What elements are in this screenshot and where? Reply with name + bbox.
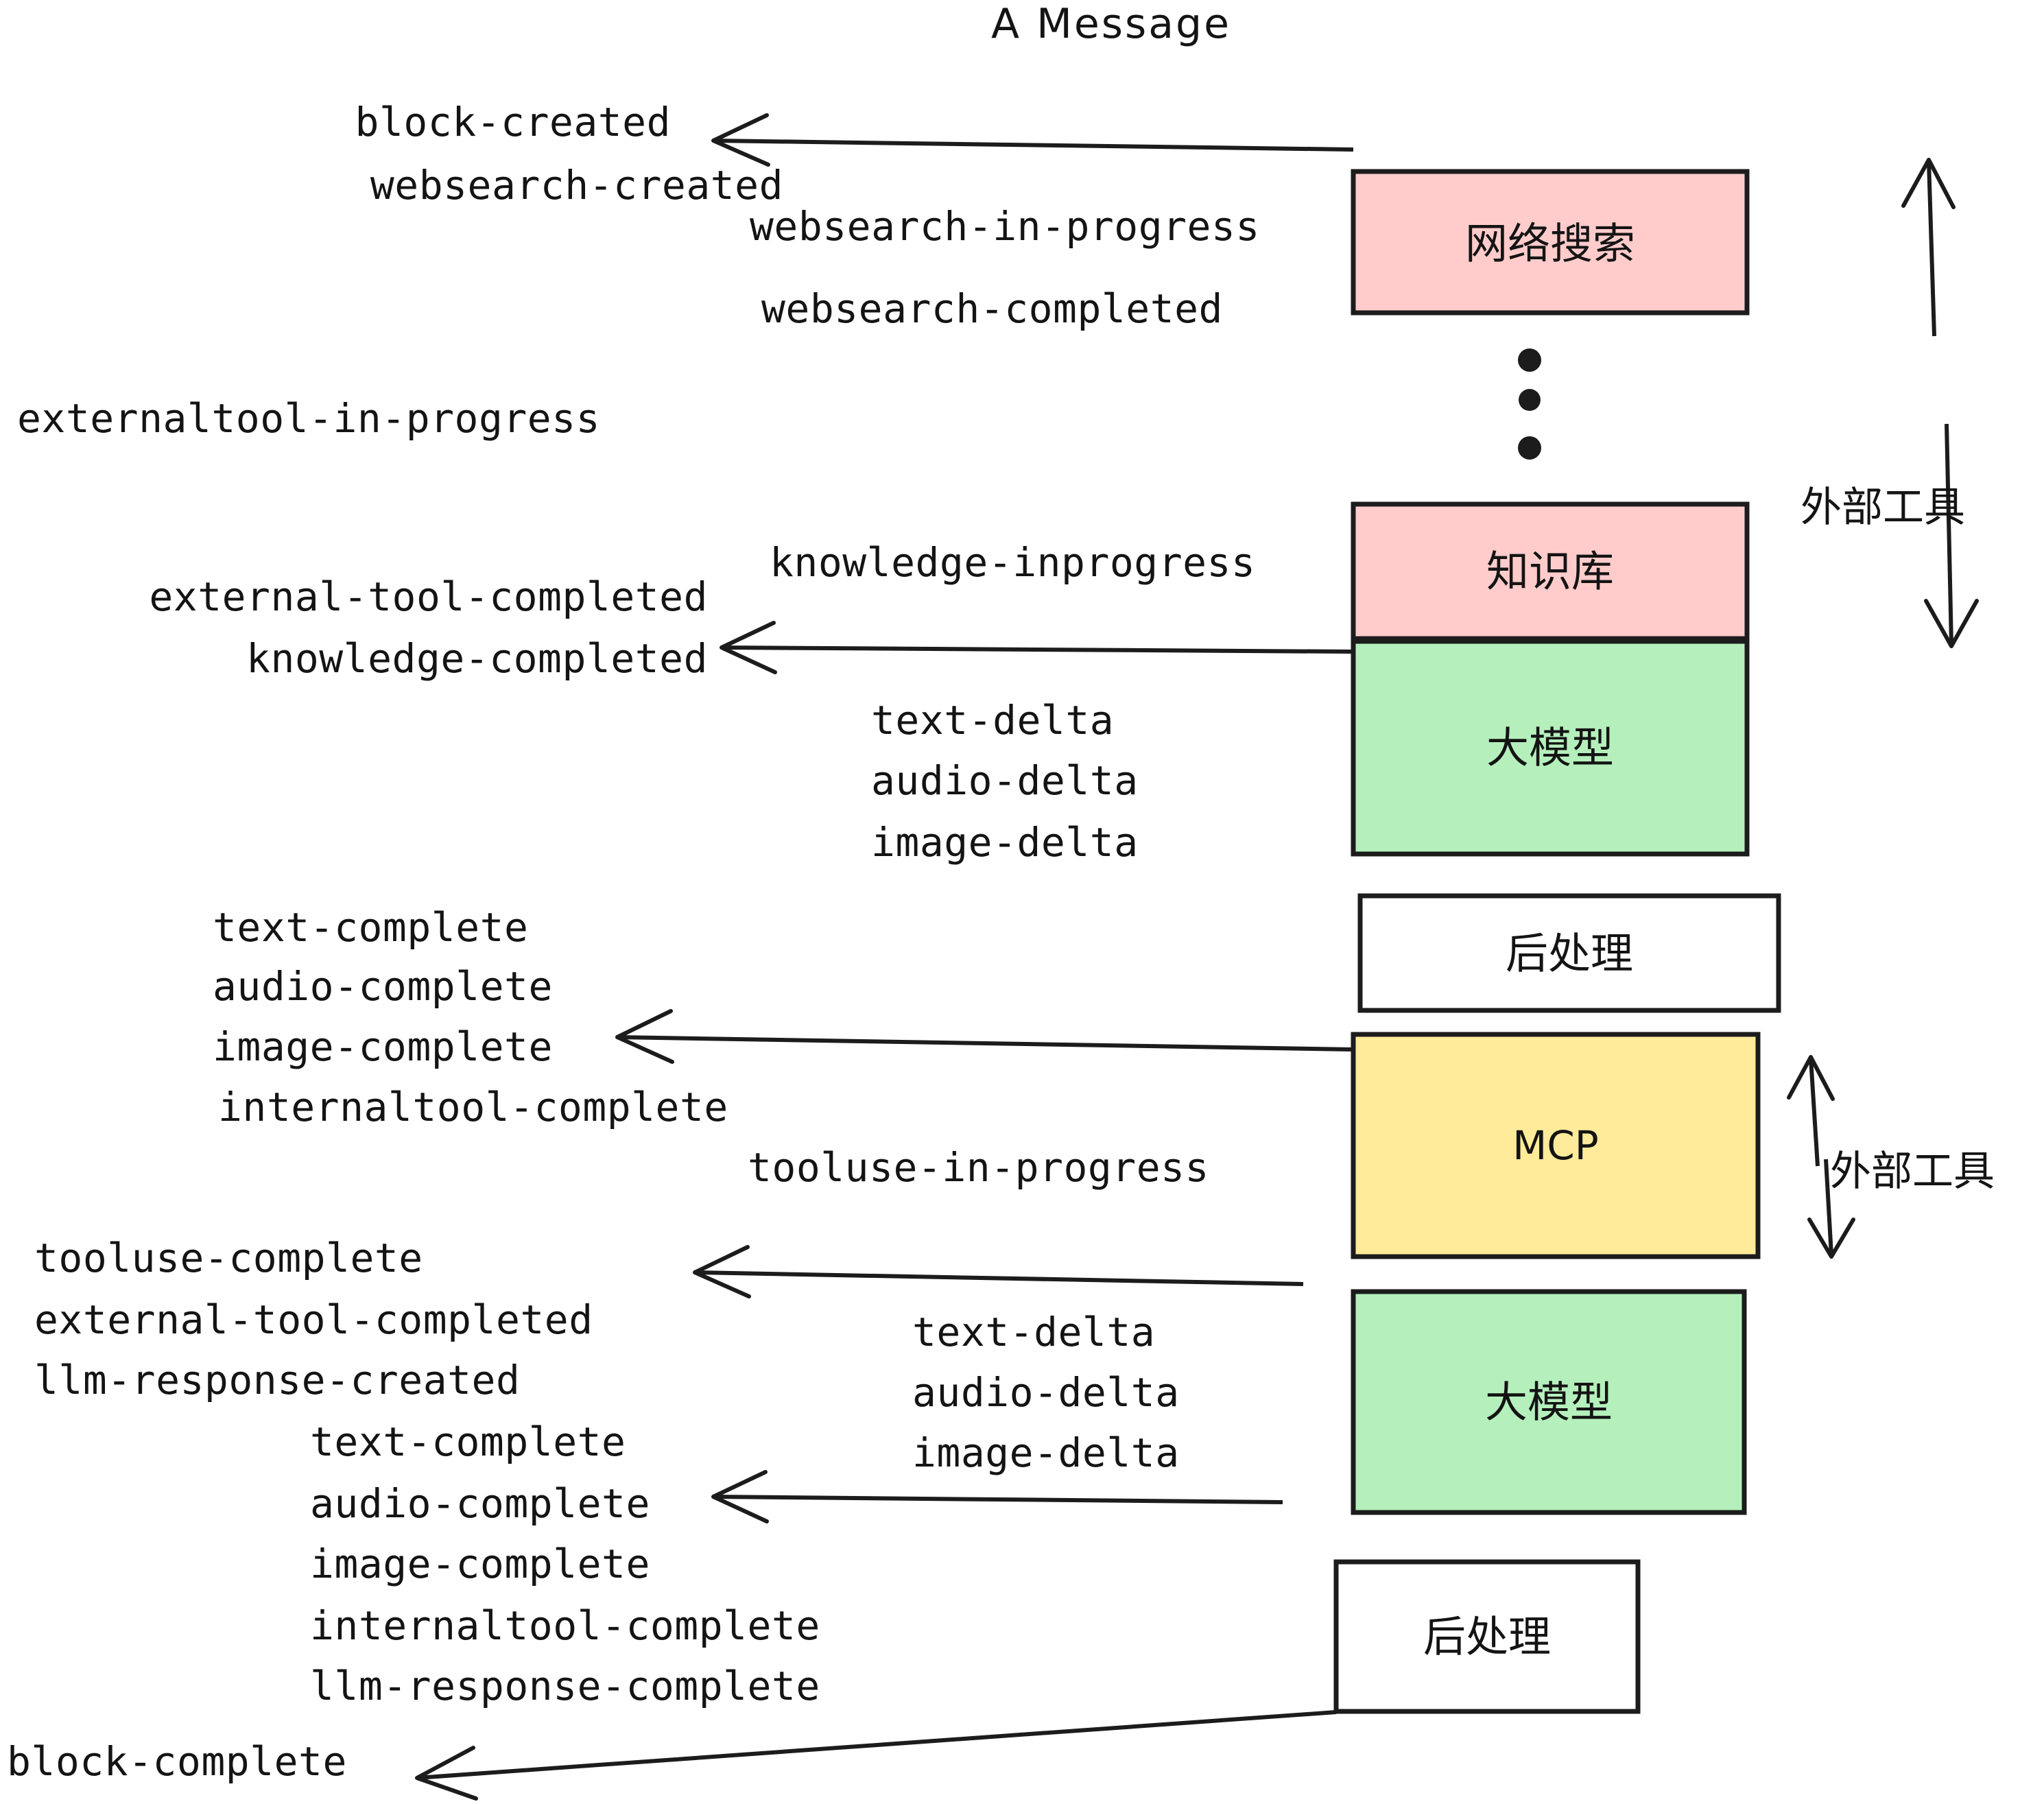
event-audio-complete-first: audio-complete bbox=[213, 963, 553, 1010]
node-postprocess-second[interactable]: 后处理 bbox=[1333, 1559, 1641, 1714]
node-mcp-label: MCP bbox=[1512, 1122, 1599, 1169]
node-postprocess-second-label: 后处理 bbox=[1423, 1612, 1551, 1662]
event-internaltool-complete-first: internaltool-complete bbox=[218, 1084, 728, 1130]
node-llm-second-label: 大模型 bbox=[1485, 1377, 1613, 1427]
event-image-delta-first: image-delta bbox=[871, 819, 1139, 866]
event-block-created: block-created bbox=[355, 99, 671, 145]
external-tools-label-top: 外部工具 bbox=[1801, 484, 1965, 532]
event-image-complete-first: image-complete bbox=[213, 1023, 553, 1070]
node-postprocess-first-label: 后处理 bbox=[1506, 929, 1633, 979]
event-image-delta-second: image-delta bbox=[912, 1429, 1180, 1476]
node-knowledge[interactable]: 知识库 bbox=[1351, 501, 1750, 641]
event-tooluse-in-progress: tooluse-in-progress bbox=[748, 1144, 1209, 1191]
node-llm-second[interactable]: 大模型 bbox=[1351, 1289, 1747, 1515]
event-block-complete: block-complete bbox=[7, 1738, 347, 1785]
node-postprocess-first[interactable]: 后处理 bbox=[1357, 893, 1781, 1013]
node-postprocess-first-rect bbox=[1357, 893, 1781, 1013]
event-websearch-in-progress: websearch-in-progress bbox=[750, 203, 1260, 250]
event-text-complete-first: text-complete bbox=[213, 904, 528, 951]
node-llm-first-rect bbox=[1351, 639, 1750, 857]
event-llm-response-complete: llm-response-complete bbox=[310, 1663, 820, 1709]
arrow-image-complete bbox=[615, 1009, 1354, 1064]
node-websearch-label: 网络搜索 bbox=[1465, 219, 1635, 269]
event-knowledge-inprogress: knowledge-inprogress bbox=[770, 539, 1255, 586]
arrow-audio-complete bbox=[711, 1470, 1283, 1523]
event-text-delta-second: text-delta bbox=[912, 1309, 1155, 1355]
event-websearch-completed: websearch-completed bbox=[761, 285, 1223, 332]
node-mcp-rect bbox=[1351, 1032, 1761, 1259]
node-llm-first-label: 大模型 bbox=[1486, 723, 1614, 773]
event-audio-delta-second: audio-delta bbox=[912, 1369, 1180, 1416]
external-tool-arrow-down-bottom bbox=[1807, 1159, 1855, 1259]
diagram-title: A Message bbox=[991, 0, 1231, 48]
external-tool-arrow-up-bottom bbox=[1787, 1055, 1835, 1167]
event-text-delta-first: text-delta bbox=[871, 697, 1114, 744]
event-text-complete-second: text-complete bbox=[310, 1419, 626, 1465]
node-postprocess-second-rect bbox=[1333, 1559, 1641, 1714]
event-websearch-created: websearch-created bbox=[370, 162, 783, 209]
node-llm-second-rect bbox=[1351, 1289, 1747, 1515]
node-llm-first[interactable]: 大模型 bbox=[1351, 639, 1750, 857]
external-tools-label-bottom: 外部工具 bbox=[1830, 1148, 1995, 1196]
event-internaltool-complete-second: internaltool-complete bbox=[310, 1602, 820, 1649]
external-tool-arrow-down-top bbox=[1924, 423, 1979, 648]
node-websearch-rect bbox=[1351, 169, 1750, 316]
node-knowledge-label: 知识库 bbox=[1486, 547, 1614, 597]
external-tool-arrow-up-top bbox=[1901, 158, 1956, 337]
ellipsis-dots-icon bbox=[1518, 348, 1541, 460]
event-audio-complete-second: audio-complete bbox=[310, 1480, 650, 1527]
event-llm-response-created: llm-response-created bbox=[34, 1357, 520, 1403]
event-tooluse-complete: tooluse-complete bbox=[34, 1235, 423, 1281]
node-knowledge-rect bbox=[1351, 501, 1750, 641]
event-knowledge-completed: knowledge-completed bbox=[246, 635, 708, 682]
event-externaltool-in-progress: externaltool-in-progress bbox=[17, 395, 600, 442]
event-audio-delta-first: audio-delta bbox=[871, 757, 1139, 804]
event-external-tool-completed-second: external-tool-completed bbox=[34, 1296, 593, 1343]
node-mcp[interactable]: MCP bbox=[1351, 1032, 1761, 1259]
arrow-knowledge-completed bbox=[720, 621, 1354, 674]
arrow-block-created bbox=[711, 113, 1354, 167]
event-image-complete-second: image-complete bbox=[310, 1541, 650, 1587]
event-external-tool-completed-first: external-tool-completed bbox=[149, 573, 708, 620]
arrow-tooluse-complete bbox=[693, 1245, 1304, 1298]
node-websearch[interactable]: 网络搜索 bbox=[1351, 169, 1750, 316]
arrow-block-complete bbox=[415, 1710, 1337, 1801]
